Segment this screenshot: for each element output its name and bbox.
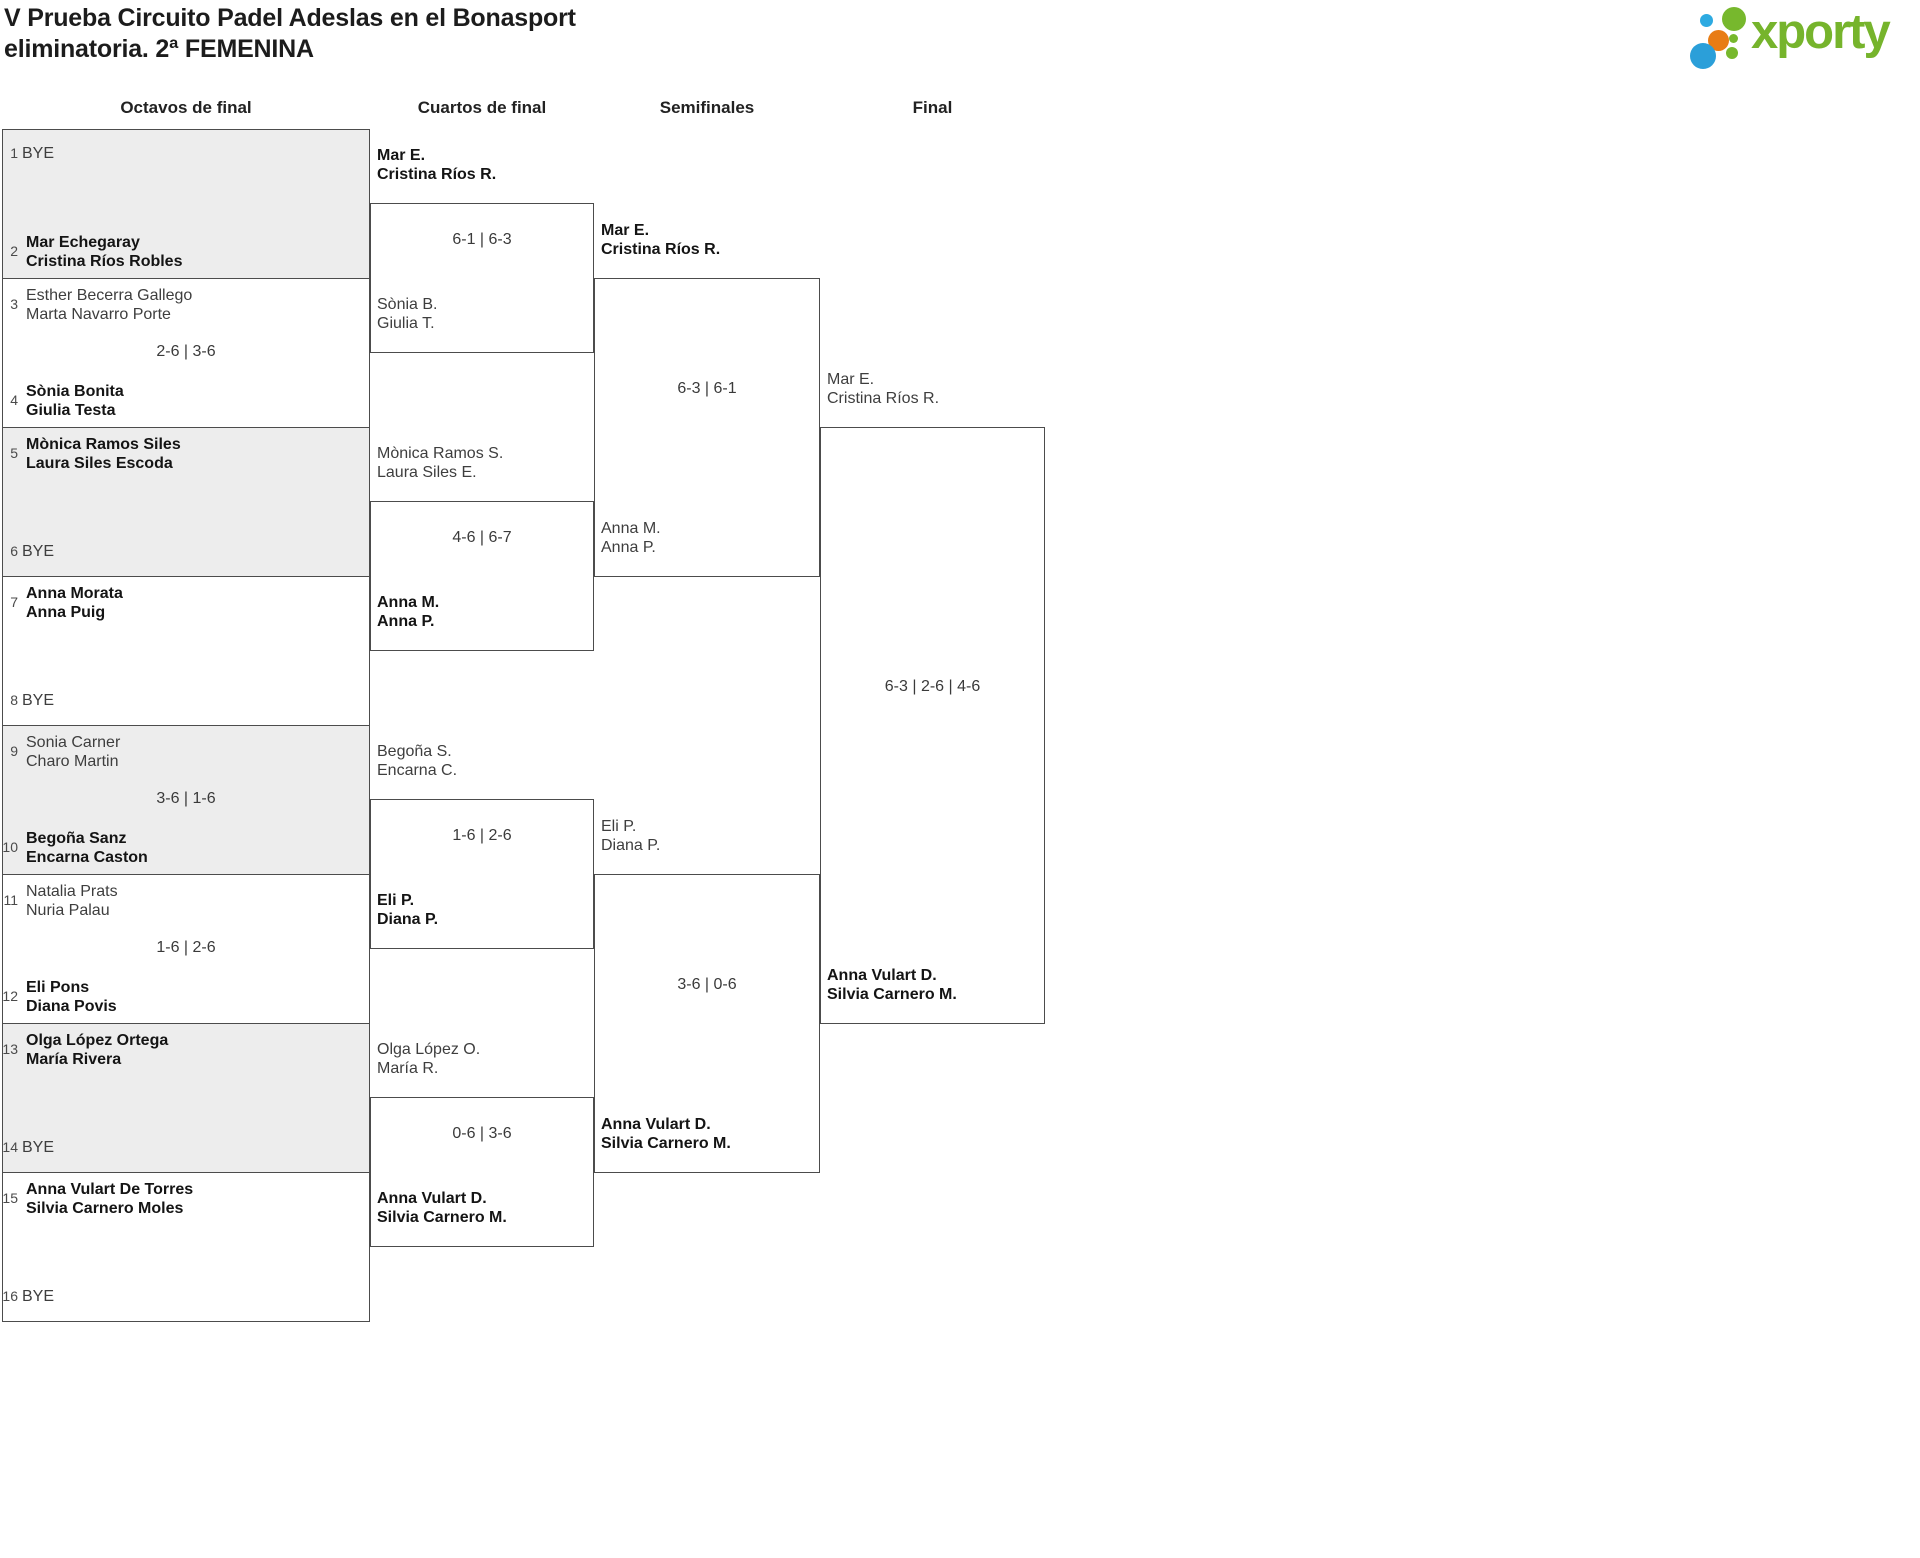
match-box-qf-2 [370,501,594,651]
qf4-top-team: Olga López O. María R. [377,1041,481,1077]
team-slot-6: BYE [22,543,55,560]
qf3-top-team: Begoña S. Encarna C. [377,743,458,779]
final-top-team: Mar E. Cristina Ríos R. [827,371,940,407]
final-bottom-team: Anna Vulart D. Silvia Carnero M. [827,967,957,1003]
qf2-bottom-team: Anna M. Anna P. [377,594,440,630]
team-slot-9: Sonia Carner Charo Martin [26,734,121,770]
seed-13: 13 [2,1041,18,1057]
round-header-final: Final [912,98,953,117]
seed-14: 14 [2,1139,18,1155]
seed-16: 16 [2,1288,18,1304]
round-header-octavos: Octavos de final [120,98,252,117]
qf1-bottom-team: Sònia B. Giulia T. [377,296,438,332]
seed-15: 15 [2,1190,18,1206]
match-box-sf-1 [594,278,820,577]
sf2-top-team: Eli P. Diana P. [601,818,661,854]
seed-3: 3 [10,296,18,312]
qf1-top-team: Mar E. Cristina Ríos R. [377,147,497,183]
seed-9: 9 [10,743,18,759]
logo-dot-green-small-icon [1726,47,1738,59]
qf4-bottom-team: Anna Vulart D. Silvia Carnero M. [377,1190,507,1226]
team-slot-8: BYE [22,692,55,709]
seed-6: 6 [10,543,18,559]
sf1-bottom-team: Anna M. Anna P. [601,520,661,556]
team-slot-10: Begoña Sanz Encarna Caston [26,830,148,866]
team-slot-11: Natalia Prats Nuria Palau [26,883,118,919]
seed-8: 8 [10,692,18,708]
logo-dot-blue-large-icon [1690,43,1716,69]
team-slot-12: Eli Pons Diana Povis [26,979,117,1015]
seed-10: 10 [2,839,18,855]
team-slot-3: Esther Becerra Gallego Marta Navarro Por… [26,287,193,323]
match-box-qf-3 [370,799,594,949]
seed-2: 2 [10,243,18,259]
team-slot-15: Anna Vulart De Torres Silvia Carnero Mol… [26,1181,194,1217]
score-r16-match-5: 3-6 | 1-6 [156,790,216,807]
sf2-bottom-team: Anna Vulart D. Silvia Carnero M. [601,1116,731,1152]
score-qf-1: 6-1 | 6-3 [452,231,512,248]
team-slot-13: Olga López Ortega María Rivera [26,1032,169,1068]
page-title: V Prueba Circuito Padel Adeslas en el Bo… [4,3,576,65]
match-box-r16-7 [2,1023,370,1173]
page-title-line2: eliminatoria. 2ª FEMENINA [4,35,314,63]
logo-wordmark: xporty [1751,5,1891,59]
score-r16-match-6: 1-6 | 2-6 [156,939,216,956]
match-box-r16-2 [2,278,370,428]
seed-11: 11 [3,892,18,908]
match-box-r16-4 [2,576,370,726]
qf2-top-team: Mònica Ramos S. Laura Siles E. [377,445,504,481]
team-slot-5: Mònica Ramos Siles Laura Siles Escoda [26,436,181,472]
match-box-r16-1 [2,129,370,279]
match-box-sf-2 [594,874,820,1173]
score-qf-2: 4-6 | 6-7 [452,529,512,546]
team-slot-1: BYE [22,145,55,162]
match-box-final [820,427,1045,1024]
team-slot-2: Mar Echegaray Cristina Ríos Robles [26,234,183,270]
match-box-r16-3 [2,427,370,577]
seed-5: 5 [10,445,18,461]
logo-dot-green-large-icon [1722,7,1746,31]
logo-dot-green-tiny-icon [1729,34,1738,43]
team-slot-14: BYE [22,1139,55,1156]
seed-4: 4 [10,392,18,408]
seed-1: 1 [10,145,18,161]
logo-dot-orange-icon [1708,30,1729,51]
logo-dot-blue-small-icon [1700,14,1713,27]
match-box-qf-1 [370,203,594,353]
score-r16-match-2: 2-6 | 3-6 [156,343,216,360]
page-title-line1: V Prueba Circuito Padel Adeslas en el Bo… [4,4,576,32]
sf1-top-team: Mar E. Cristina Ríos R. [601,222,721,258]
score-qf-3: 1-6 | 2-6 [452,827,512,844]
match-box-r16-5 [2,725,370,875]
score-final: 6-3 | 2-6 | 4-6 [884,678,981,695]
team-slot-16: BYE [22,1288,55,1305]
team-slot-7: Anna Morata Anna Puig [26,585,123,621]
match-box-r16-6 [2,874,370,1024]
match-box-r16-8 [2,1172,370,1322]
seed-12: 12 [2,988,18,1004]
match-box-qf-4 [370,1097,594,1247]
score-qf-4: 0-6 | 3-6 [452,1125,512,1142]
team-slot-4: Sònia Bonita Giulia Testa [26,383,124,419]
round-header-cuartos: Cuartos de final [417,98,547,117]
score-sf-2: 3-6 | 0-6 [677,976,737,993]
qf3-bottom-team: Eli P. Diana P. [377,892,439,928]
round-header-semifinales: Semifinales [659,98,755,117]
score-sf-1: 6-3 | 6-1 [677,380,737,397]
seed-7: 7 [10,594,18,610]
